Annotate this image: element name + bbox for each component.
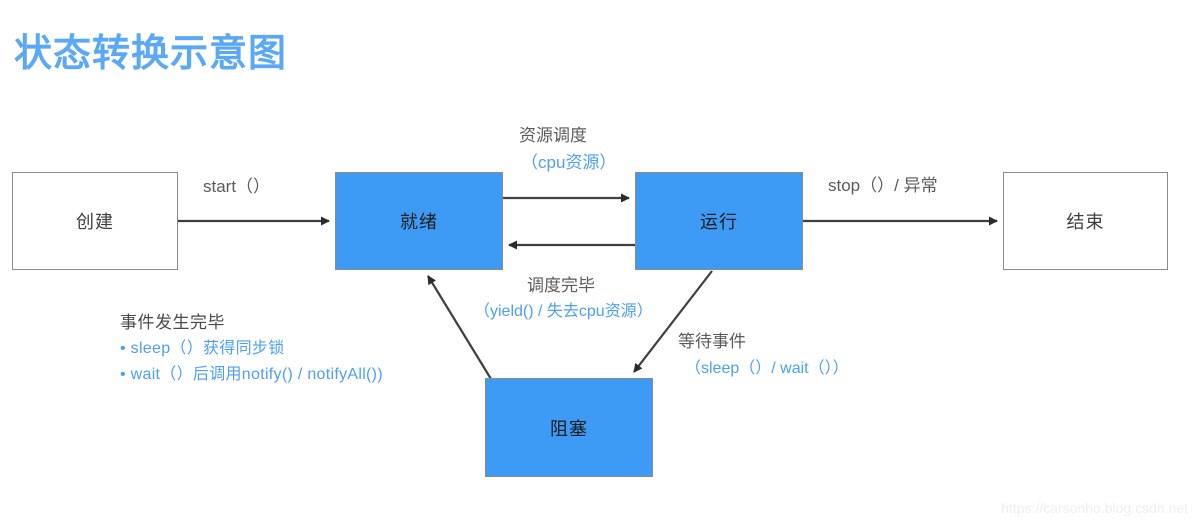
- arrow-blocked-to-ready: [427, 275, 492, 380]
- node-running-label: 运行: [700, 212, 738, 232]
- edge-label-running-ready-blue: （yield() / 失去cpu资源）: [474, 303, 653, 320]
- node-ended[interactable]: 结束: [1003, 172, 1168, 270]
- note-item-sleep: • sleep（）获得同步锁: [120, 340, 285, 357]
- edge-label-running-blocked-gray: 等待事件: [678, 332, 746, 351]
- node-running[interactable]: 运行: [635, 172, 803, 270]
- note-title: 事件发生完毕: [120, 313, 225, 332]
- node-blocked[interactable]: 阻塞: [485, 378, 653, 477]
- note-item-wait: • wait（）后调用notify() / notifyAll()): [120, 366, 383, 383]
- edge-label-ready-running-blue: （cpu资源）: [521, 153, 617, 172]
- edge-label-running-blocked-blue: （sleep（）/ wait（））: [685, 360, 849, 377]
- page-title: 状态转换示意图: [14, 33, 288, 75]
- node-ready[interactable]: 就绪: [335, 172, 503, 270]
- node-ready-label: 就绪: [400, 212, 438, 232]
- watermark: https://carsonho.blog.csdn.net: [1001, 500, 1188, 516]
- node-created-label: 创建: [76, 212, 114, 232]
- arrow-running-to-blocked: [633, 270, 713, 373]
- edge-label-created-ready: start（）: [203, 177, 271, 196]
- edge-label-running-ready-gray: 调度完毕: [527, 276, 595, 295]
- node-ended-label: 结束: [1066, 212, 1105, 232]
- node-created[interactable]: 创建: [12, 172, 178, 270]
- note-block-event-complete: 事件发生完毕 • sleep（）获得同步锁 • wait（）后调用notify(…: [120, 310, 383, 388]
- edge-label-running-ended: stop（）/ 异常: [828, 176, 938, 195]
- edge-label-ready-running-gray: 资源调度: [519, 126, 587, 145]
- node-blocked-label: 阻塞: [550, 418, 588, 439]
